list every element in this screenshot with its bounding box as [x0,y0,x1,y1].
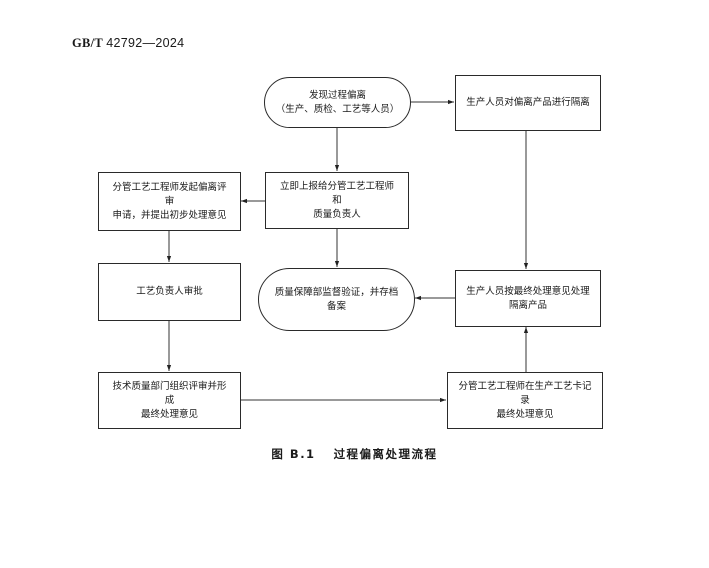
node-detect-deviation: 发现过程偏离 （生产、质检、工艺等人员） [264,77,411,128]
node-handle-isolated-product: 生产人员按最终处理意见处理 隔离产品 [455,270,601,327]
figure-caption: 图 B.1 过程偏离处理流程 [0,446,709,462]
node-label: 分管工艺工程师在生产工艺卡记录 最终处理意见 [458,380,592,420]
node-qa-verify-archive: 质量保障部监督验证，并存档 备案 [258,268,415,331]
node-label: 工艺负责人审批 [136,286,203,297]
standard-number: 42792—2024 [106,36,185,50]
figure-title: 过程偏离处理流程 [333,447,438,461]
standard-code: GB/T 42792—2024 [72,36,184,51]
node-record-final-opinion: 分管工艺工程师在生产工艺卡记录 最终处理意见 [447,372,603,429]
node-tech-quality-review: 技术质量部门组织评审并形成 最终处理意见 [98,372,241,429]
node-isolate-product: 生产人员对偏离产品进行隔离 [455,75,601,131]
node-initiate-review: 分管工艺工程师发起偏离评审 申请，并提出初步处理意见 [98,172,241,231]
node-process-lead-approval: 工艺负责人审批 [98,263,241,321]
node-label: 生产人员按最终处理意见处理 隔离产品 [466,285,590,311]
node-label: 生产人员对偏离产品进行隔离 [466,97,590,108]
node-label: 技术质量部门组织评审并形成 最终处理意见 [112,380,227,420]
node-label: 分管工艺工程师发起偏离评审 申请，并提出初步处理意见 [112,181,227,221]
node-label: 质量保障部监督验证，并存档 备案 [274,286,399,312]
figure-label: 图 B.1 [271,447,316,461]
node-report-engineer: 立即上报给分管工艺工程师和 质量负责人 [265,172,409,229]
node-label: 立即上报给分管工艺工程师和 质量负责人 [279,180,394,220]
standard-prefix: GB/T [72,36,103,50]
node-label: 发现过程偏离 （生产、质检、工艺等人员） [275,89,400,115]
